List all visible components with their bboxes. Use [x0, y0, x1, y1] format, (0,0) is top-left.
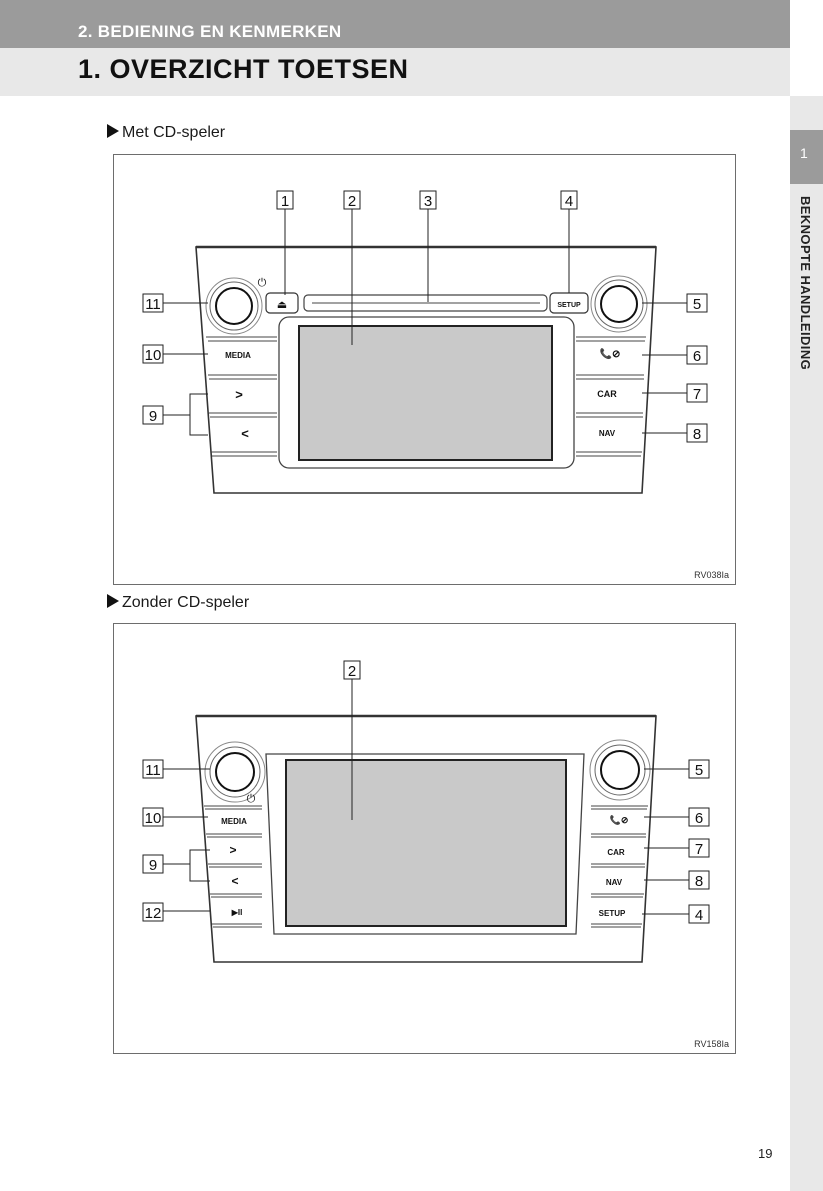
callout-12: 12	[145, 905, 162, 922]
head-unit-diagram-with-cd: ⏏ ⏻ SETUP MEDIA	[142, 190, 708, 494]
callout-7: 7	[693, 386, 701, 403]
callout-8: 8	[695, 873, 703, 890]
callout-2: 2	[348, 663, 356, 680]
side-tab-number: 1	[800, 145, 808, 161]
callout-9: 9	[149, 408, 157, 425]
play-pause-icon: ▶II	[231, 908, 243, 917]
callout-11: 11	[145, 762, 161, 779]
seek-prev-icon: <	[231, 874, 238, 888]
figure-code: RV158Ia	[694, 1039, 729, 1049]
callout-1: 1	[281, 193, 289, 210]
seek-next-icon: >	[229, 843, 236, 857]
seek-next-button[interactable]	[209, 380, 277, 412]
touch-screen[interactable]	[285, 759, 567, 927]
callout-3: 3	[424, 193, 432, 210]
eject-button[interactable]	[265, 292, 299, 314]
power-icon: ⏻	[247, 793, 256, 805]
callout-2: 2	[348, 193, 356, 210]
power-volume-knob[interactable]	[204, 741, 266, 803]
side-tab-label: BEKNOPTE HANDLEIDING	[798, 196, 813, 371]
callout-11: 11	[145, 296, 161, 313]
figure-with-cd: ⏏ ⏻ SETUP MEDIA	[113, 154, 736, 585]
power-volume-knob[interactable]	[205, 277, 263, 335]
tune-scroll-knob[interactable]	[590, 275, 648, 333]
figure-code: RV038Ia	[694, 570, 729, 580]
section-heading-with-cd: Met CD-speler	[107, 124, 225, 142]
figure-without-cd: ⏻ MEDIA > < ▶II 📞⊘ CAR NAV SETUP	[113, 623, 736, 1054]
callout-5: 5	[695, 762, 703, 779]
side-tab-strip	[790, 96, 823, 1191]
phone-icon: 📞⊘	[600, 347, 621, 360]
chapter-title: 2. BEDIENING EN KENMERKEN	[78, 22, 342, 41]
callout-6: 6	[693, 348, 701, 365]
callout-6: 6	[695, 810, 703, 827]
nav-button-label: NAV	[599, 429, 616, 438]
power-icon: ⏻	[258, 277, 267, 289]
callout-4: 4	[565, 193, 573, 210]
tune-scroll-knob[interactable]	[589, 739, 651, 801]
car-button-label: CAR	[597, 389, 617, 399]
callout-10: 10	[145, 347, 162, 364]
car-button-label: CAR	[607, 848, 625, 857]
seek-prev-icon: <	[241, 426, 249, 441]
eject-icon: ⏏	[277, 299, 287, 311]
media-button-label: MEDIA	[221, 817, 247, 826]
callout-9: 9	[149, 857, 157, 874]
callout-10: 10	[145, 810, 162, 827]
callout-7: 7	[695, 841, 703, 858]
setup-button-label: SETUP	[599, 909, 626, 918]
section-header: 1. OVERZICHT TOETSEN	[0, 48, 790, 96]
callout-8: 8	[693, 426, 701, 443]
page-number: 19	[758, 1146, 773, 1161]
head-unit-diagram-without-cd: ⏻ MEDIA > < ▶II 📞⊘ CAR NAV SETUP	[142, 660, 710, 963]
triangle-bullet-icon	[107, 124, 119, 138]
touch-screen[interactable]	[298, 325, 553, 461]
media-button-label: MEDIA	[225, 351, 251, 360]
nav-button-label: NAV	[606, 878, 623, 887]
setup-button-label: SETUP	[557, 302, 581, 309]
triangle-bullet-icon	[107, 594, 119, 608]
phone-icon: 📞⊘	[610, 814, 629, 825]
section-heading-without-cd: Zonder CD-speler	[107, 594, 249, 612]
callout-4: 4	[695, 907, 703, 924]
side-tab-number-box[interactable]: 1	[790, 130, 823, 184]
page-title: 1. OVERZICHT TOETSEN	[78, 54, 409, 84]
chapter-header: 2. BEDIENING EN KENMERKEN	[0, 0, 790, 48]
seek-next-icon: >	[235, 387, 243, 402]
callout-5: 5	[693, 296, 701, 313]
